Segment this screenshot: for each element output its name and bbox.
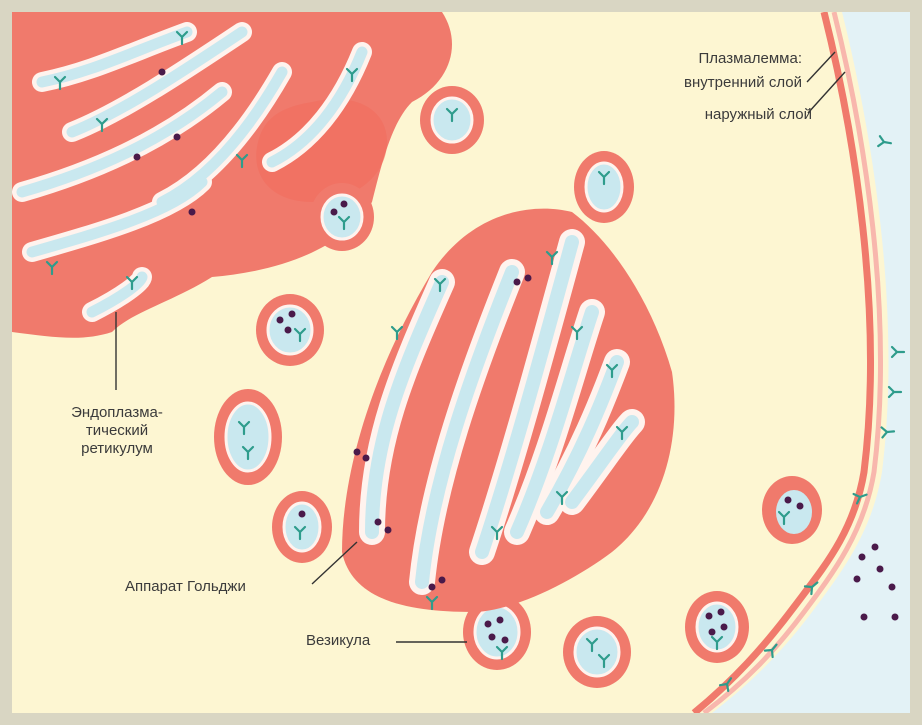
- label-plasmalemma-outer: наружный слой: [612, 106, 812, 124]
- label-er-line1: Эндоплазма-: [42, 404, 192, 422]
- vesicle-2: [310, 183, 374, 251]
- diagram-frame: Плазмалемма: внутренний слой наружный сл…: [12, 12, 910, 713]
- vesicle-6: [272, 491, 332, 563]
- vesicle-9: [685, 591, 749, 663]
- endoplasmic-reticulum: [12, 12, 452, 338]
- fusing-vesicle: [762, 476, 822, 544]
- label-golgi: Аппарат Гольджи: [125, 578, 246, 596]
- label-er-line3: ретикулум: [42, 440, 192, 458]
- vesicle-3: [574, 151, 634, 223]
- vesicle-5: [214, 389, 282, 485]
- label-vesicle: Везикула: [306, 632, 370, 650]
- label-plasmalemma-title: Плазмалемма:: [612, 50, 802, 68]
- label-er-line2: тический: [42, 422, 192, 440]
- vesicle-1: [420, 86, 484, 154]
- label-plasmalemma-inner: внутренний слой: [612, 74, 802, 92]
- vesicle-8: [563, 616, 631, 688]
- vesicle-4: [256, 294, 324, 366]
- golgi-apparatus: [342, 209, 675, 612]
